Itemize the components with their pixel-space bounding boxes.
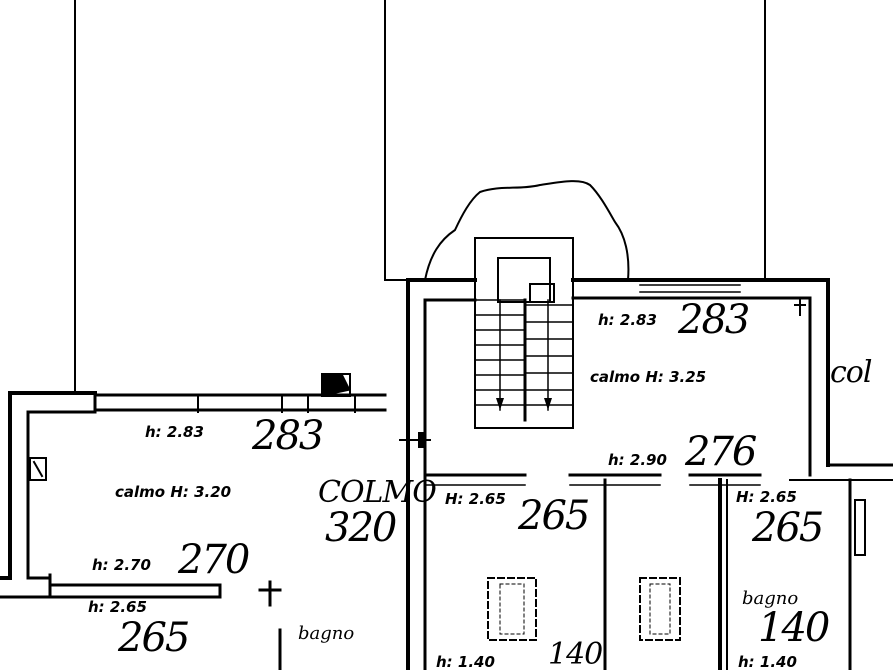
handwritten-ridge-height: 320	[325, 505, 397, 551]
height-label-270: h: 2.70	[92, 556, 151, 574]
handwritten-height-corridor: 276	[685, 429, 757, 475]
height-label-140-mid: h: 1.40	[436, 653, 495, 671]
height-label-left-room: h: 2.83	[145, 423, 204, 441]
skylight-right	[639, 577, 681, 641]
ridge-height-label-left-room: calmo H: 3.20	[115, 483, 232, 501]
handwritten-height-140-mid: 140	[548, 637, 603, 672]
height-label-right-room: h: 2.83	[598, 311, 657, 329]
stair-opening	[474, 237, 574, 429]
height-label-265-left: h: 2.65	[88, 598, 147, 616]
handwritten-height-265-left: 265	[118, 615, 190, 661]
height-label-mid-room: H: 2.65	[445, 490, 506, 508]
tree-outline	[423, 180, 630, 282]
height-label-right-bath: H: 2.65	[736, 488, 797, 506]
height-label-140-right: h: 1.40	[738, 653, 797, 671]
handwritten-height-mid-room: 265	[518, 493, 590, 539]
wall-fixture	[29, 457, 47, 481]
ridge-height-label-right-room: calmo H: 3.25	[590, 368, 707, 386]
handwritten-height-right-room: 283	[678, 297, 750, 343]
handwritten-height-270: 270	[178, 537, 250, 583]
handwritten-height-right-bath: 265	[752, 505, 824, 551]
handwritten-height-left-room: 283	[252, 413, 324, 459]
handwritten-colmo-edge: col	[830, 355, 872, 390]
handwritten-colmo-note: COLMO	[318, 475, 437, 510]
handwritten-height-140-right: 140	[758, 605, 830, 651]
room-label-bathroom-right: bagno	[742, 588, 799, 609]
skylight-mid	[487, 577, 537, 641]
room-label-bathroom-left: bagno	[298, 623, 355, 644]
height-label-corridor: h: 2.90	[608, 451, 667, 469]
